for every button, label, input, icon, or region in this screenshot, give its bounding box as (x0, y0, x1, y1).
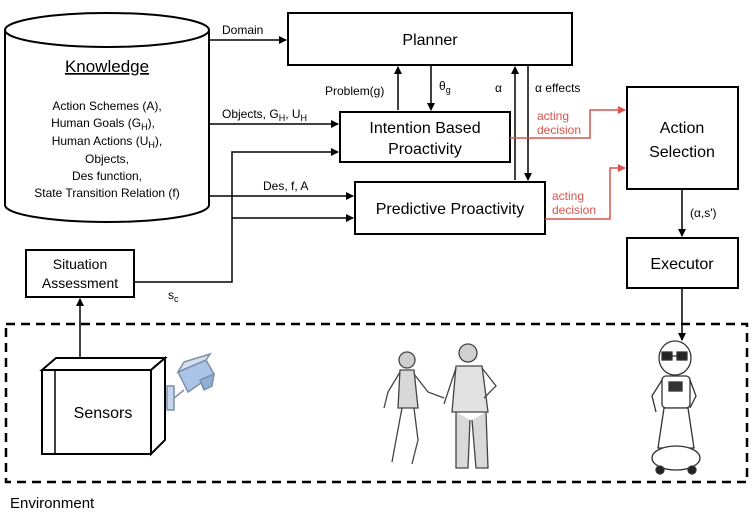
des-label: Des, f, A (263, 179, 308, 193)
alpha-s-label: (α,s') (690, 206, 717, 220)
action-selection-label-1: Action (660, 120, 704, 137)
executor-box (626, 237, 739, 289)
sc-label: sc (168, 288, 179, 304)
predictive-label: Predictive Proactivity (376, 201, 525, 218)
acting-decision-2-line-2: decision (552, 203, 596, 217)
intention-label-1: Intention Based (369, 120, 480, 137)
action-selection-label-2: Selection (649, 144, 715, 161)
knowledge-title: Knowledge (65, 57, 149, 76)
knowledge-line-6: State Transition Relation (f) (34, 186, 179, 200)
knowledge-line-1: Action Schemes (A), (52, 99, 161, 113)
acting-decision-1-line-2: decision (537, 123, 581, 137)
humans-illustration (383, 343, 497, 469)
action-selection-box (626, 86, 739, 190)
problem-label: Problem(g) (325, 84, 384, 98)
domain-label: Domain (222, 23, 263, 37)
planner-label: Planner (402, 32, 458, 49)
objects-label: Objects, GH, UH (222, 107, 307, 123)
theta-label: θg (439, 79, 451, 95)
acting-decision-arrow-1 (510, 106, 626, 139)
knowledge-line-4: Objects, (85, 152, 129, 166)
alpha-effects-label: α effects (535, 81, 580, 95)
situation-assessment-box (25, 249, 135, 298)
knowledge-line-2: Human Goals (GH), (51, 116, 155, 132)
sensors-label: Sensors (74, 405, 133, 422)
sensors-box: Sensors (39, 355, 168, 457)
knowledge-store: Knowledge Action Schemes (A), Human Goal… (4, 12, 210, 223)
situation-label-2: Assessment (42, 275, 118, 291)
acting-decision-1-line-1: acting (537, 109, 569, 123)
knowledge-line-3: Human Actions (UH), (52, 134, 163, 150)
environment-box (4, 322, 749, 484)
knowledge-line-5: Des function, (72, 169, 142, 183)
executor-label: Executor (650, 256, 714, 273)
planner-box (287, 12, 573, 66)
situation-label-1: Situation (53, 256, 107, 272)
acting-decision-arrow-2 (545, 164, 626, 220)
robot-illustration (651, 340, 701, 475)
sc-arrow-intention (134, 148, 339, 283)
environment-label: Environment (10, 495, 95, 512)
alpha-label: α (495, 81, 502, 95)
intention-box (339, 111, 511, 163)
intention-label-2: Proactivity (388, 141, 462, 158)
security-camera-icon (166, 352, 215, 411)
predictive-box (354, 181, 546, 235)
acting-decision-2-line-1: acting (552, 189, 584, 203)
